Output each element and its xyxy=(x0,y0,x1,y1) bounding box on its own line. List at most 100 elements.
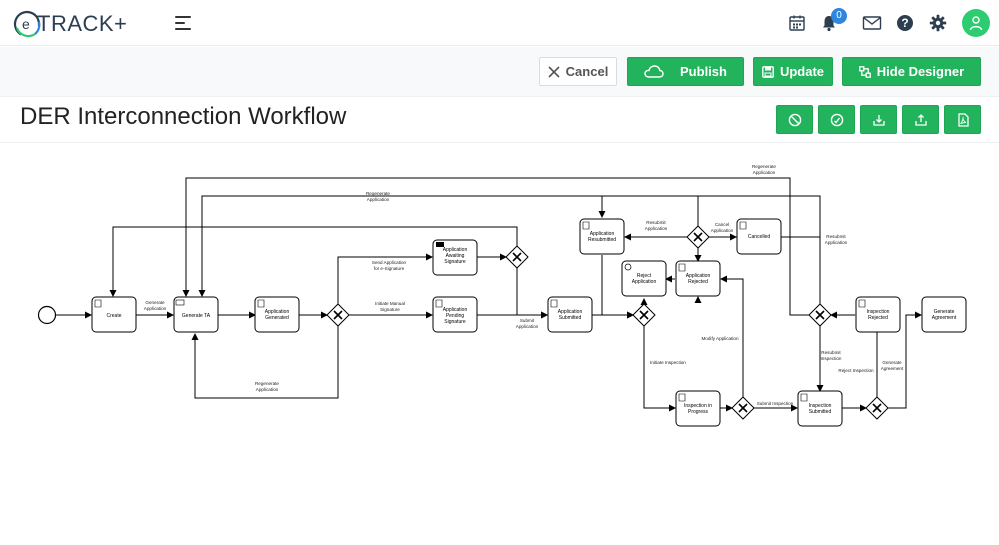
gateway-2[interactable] xyxy=(505,245,529,269)
comment-button[interactable] xyxy=(818,105,855,134)
svg-text:Inspection in: Inspection in xyxy=(684,403,712,409)
svg-text:Reject: Reject xyxy=(637,273,652,279)
svg-text:Awaiting: Awaiting xyxy=(446,253,465,259)
task-cancelled[interactable]: Cancelled xyxy=(736,218,782,255)
svg-text:Signature: Signature xyxy=(380,307,400,312)
publish-button[interactable]: Publish xyxy=(627,57,744,86)
task-reject-application[interactable]: Reject Application xyxy=(621,260,667,297)
svg-text:Submitted: Submitted xyxy=(559,315,582,321)
svg-text:Application: Application xyxy=(256,387,279,392)
help-icon[interactable]: ? xyxy=(896,14,914,32)
svg-text:Generate TA: Generate TA xyxy=(182,313,211,319)
action-bar: Cancel Publish Update Hide Designer xyxy=(0,47,999,97)
start-event[interactable] xyxy=(37,305,57,325)
flow-regenerate-topmost xyxy=(182,177,809,316)
svg-text:Create: Create xyxy=(106,313,121,319)
gateway-4[interactable] xyxy=(731,396,755,420)
page-title: DER Interconnection Workflow xyxy=(20,103,347,130)
etrack-logo-icon: e xyxy=(13,10,41,38)
title-row: DER Interconnection Workflow xyxy=(0,97,999,143)
svg-text:Generate: Generate xyxy=(145,300,165,305)
flow-gateway7-resubmitted-top xyxy=(598,195,699,226)
mail-icon[interactable] xyxy=(862,14,882,32)
menu-toggle-button[interactable] xyxy=(175,16,193,32)
notification-badge: 0 xyxy=(831,8,847,24)
flow-regenerate-top xyxy=(198,195,821,304)
flow-initiate-manual xyxy=(337,311,433,325)
svg-text:Progress: Progress xyxy=(688,409,709,415)
svg-text:Application: Application xyxy=(443,247,468,253)
svg-text:Cancel: Cancel xyxy=(715,222,729,227)
flow-modify-application xyxy=(720,275,744,398)
task-awaiting-signature[interactable]: Application Awaiting Signature xyxy=(432,239,478,276)
svg-text:Rejected: Rejected xyxy=(688,279,708,285)
gateways xyxy=(326,225,889,420)
save-icon xyxy=(762,65,774,78)
task-application-submitted[interactable]: Application Submitted xyxy=(547,296,593,333)
task-inspection-submitted[interactable]: Inspection Submitted xyxy=(797,390,843,427)
svg-text:Send Application: Send Application xyxy=(372,260,407,265)
gear-icon[interactable] xyxy=(929,14,947,32)
svg-text:Application: Application xyxy=(632,279,657,285)
flow-generate-agreement xyxy=(888,311,922,409)
workflow-diagram-canvas[interactable]: Create Generate TA Application Generated… xyxy=(0,144,999,540)
download-button[interactable] xyxy=(860,105,897,134)
svg-text:Initiate Manual: Initiate Manual xyxy=(375,301,405,306)
comment-off-icon xyxy=(788,113,801,126)
user-icon xyxy=(969,16,983,31)
export-pdf-button[interactable] xyxy=(944,105,981,134)
svg-text:Application: Application xyxy=(144,306,167,311)
task-generate-ta[interactable]: Generate TA xyxy=(173,296,219,333)
cloud-upload-icon xyxy=(644,64,664,78)
task-application-resubmitted[interactable]: Application Resubmitted xyxy=(579,218,625,255)
svg-text:for e-Signature: for e-Signature xyxy=(374,266,405,271)
task-pending-signature[interactable]: Application Pending Signature xyxy=(432,296,478,333)
publish-button-label: Publish xyxy=(680,64,727,79)
task-generate-agreement[interactable]: Generate Agreement xyxy=(921,296,967,333)
svg-text:Application: Application xyxy=(516,324,539,329)
flow-labels: Generate Application Regenerate Applicat… xyxy=(144,164,904,406)
cancel-button-label: Cancel xyxy=(565,64,609,79)
cancel-button[interactable]: Cancel xyxy=(539,57,617,86)
update-button-label: Update xyxy=(779,64,825,79)
svg-text:Initiate Inspection: Initiate Inspection xyxy=(650,360,686,365)
svg-text:Signature: Signature xyxy=(444,259,466,265)
svg-text:Application: Application xyxy=(753,170,776,175)
svg-text:Rejected: Rejected xyxy=(868,315,888,321)
flow-regenerate-bottom xyxy=(191,326,339,399)
gateway-5[interactable] xyxy=(865,396,889,420)
task-inspection-rejected[interactable]: Inspection Rejected xyxy=(855,296,901,333)
task-application-rejected[interactable]: Application Rejected xyxy=(675,260,721,297)
app-logo[interactable]: e TRACK+ xyxy=(13,9,127,39)
gateway-1[interactable] xyxy=(326,303,350,327)
flow-submit-application-upper xyxy=(516,268,548,319)
calendar-icon[interactable] xyxy=(788,14,806,32)
gateway-6[interactable] xyxy=(808,303,832,327)
gateway-3[interactable] xyxy=(632,303,656,327)
svg-text:Application: Application xyxy=(686,273,711,279)
svg-text:Submit: Submit xyxy=(520,318,535,323)
task-create[interactable]: Create xyxy=(91,296,137,333)
svg-text:Inspection: Inspection xyxy=(821,356,842,361)
svg-text:Pending: Pending xyxy=(446,313,465,319)
gateway-7[interactable] xyxy=(686,225,710,249)
task-inspection-in-progress[interactable]: Inspection in Progress xyxy=(675,390,721,427)
update-button[interactable]: Update xyxy=(753,57,833,86)
user-avatar[interactable] xyxy=(962,9,990,37)
no-comment-button[interactable] xyxy=(776,105,813,134)
svg-text:Resubmit: Resubmit xyxy=(821,350,841,355)
svg-text:Generate: Generate xyxy=(882,360,902,365)
sequence-flows xyxy=(56,177,922,412)
svg-text:Submitted: Submitted xyxy=(809,409,832,415)
svg-text:Application: Application xyxy=(443,307,468,313)
svg-text:Resubmitted: Resubmitted xyxy=(588,237,616,243)
svg-text:Application: Application xyxy=(558,309,583,315)
flow-send-application xyxy=(337,253,433,305)
upload-button[interactable] xyxy=(902,105,939,134)
pdf-icon xyxy=(957,112,969,127)
task-application-generated[interactable]: Application Generated xyxy=(254,296,300,333)
svg-text:Agreement: Agreement xyxy=(932,315,957,321)
svg-text:Submit Inspection: Submit Inspection xyxy=(757,401,794,406)
hide-designer-button[interactable]: Hide Designer xyxy=(842,57,981,86)
svg-text:Regenerate: Regenerate xyxy=(752,164,776,169)
